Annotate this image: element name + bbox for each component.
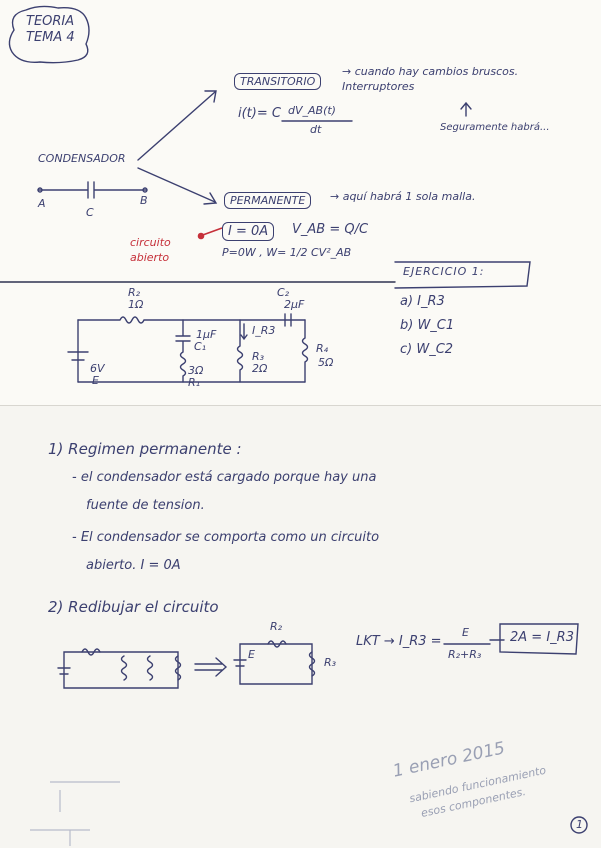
source-value: 6V <box>90 362 105 375</box>
r1-value: 3Ω <box>188 364 204 377</box>
lkt-numerator: E <box>462 626 469 639</box>
node-b-label: B <box>140 194 148 207</box>
formula-numerator: dV_AB(t) <box>288 104 336 117</box>
r2-value: 1Ω <box>128 298 144 311</box>
power-formula: P=0W , W= 1/2 CV²_AB <box>222 246 352 259</box>
capacitor-label: C <box>86 206 94 219</box>
transitorio-box: TRANSITORIO <box>234 73 322 90</box>
c1-value: 1μF <box>196 328 217 341</box>
lkt-formula: LKT → I_R3 = <box>356 634 442 649</box>
permanente-note: → aquí habrá 1 sola malla. <box>330 190 476 203</box>
r3-value: 2Ω <box>252 362 268 375</box>
r2-name: R₂ <box>128 286 141 299</box>
current-ir3: I_R3 <box>252 324 276 337</box>
exercise-item-c: c) W_C2 <box>400 342 454 357</box>
permanente-box: PERMANENTE <box>224 192 312 209</box>
c2-name: C₂ <box>277 286 290 299</box>
topic-tag: TEORIA TEMA 4 <box>26 14 75 45</box>
c2-value: 2μF <box>284 298 305 311</box>
exercise-item-b: b) W_C1 <box>400 318 455 333</box>
r1-name: R₁ <box>188 376 201 389</box>
r4-name: R₄ <box>316 342 329 355</box>
lkt-result: 2A = I_R3 <box>510 630 574 645</box>
transitorio-next: Seguramente habrá... <box>440 122 550 133</box>
exercise-item-a: a) I_R3 <box>400 294 445 309</box>
lkt-denominator: R₂+R₃ <box>448 648 482 661</box>
node-a-label: A <box>38 197 46 210</box>
redraw-r3: R₃ <box>324 656 337 669</box>
step1-line1: - el condensador está cargado porque hay… <box>72 470 377 485</box>
step1-line3: - El condensador se comporta como un cir… <box>72 530 380 545</box>
permanente-current: I = 0A <box>222 222 275 241</box>
source-name: E <box>92 374 99 387</box>
exercise-title: EJERCICIO 1: <box>403 265 485 278</box>
transitorio-formula: i(t)= C <box>238 106 281 121</box>
step1-line4: abierto. I = 0A <box>86 558 181 573</box>
page-number: 1 <box>576 818 583 831</box>
c1-name: C₁ <box>194 340 207 353</box>
formula-denominator: dt <box>310 123 322 136</box>
step2-title: 2) Redibujar el circuito <box>48 598 219 616</box>
lower-sheet <box>0 405 601 848</box>
r3-name: R₃ <box>252 350 265 363</box>
open-circuit-note-1: circuito <box>130 236 171 249</box>
redraw-r2: R₂ <box>270 620 283 633</box>
transitorio-note: → cuando hay cambios bruscos. Interrupto… <box>342 65 519 93</box>
open-circuit-note-2: abierto <box>130 251 170 264</box>
r4-value: 5Ω <box>318 356 334 369</box>
vab-formula: V_AB = Q/C <box>292 222 369 237</box>
redraw-e: E <box>248 648 255 661</box>
condensador-label: CONDENSADOR <box>38 152 126 165</box>
step1-line2: fuente de tension. <box>86 498 205 513</box>
upper-sheet <box>0 0 601 405</box>
step1-title: 1) Regimen permanente : <box>48 440 242 458</box>
